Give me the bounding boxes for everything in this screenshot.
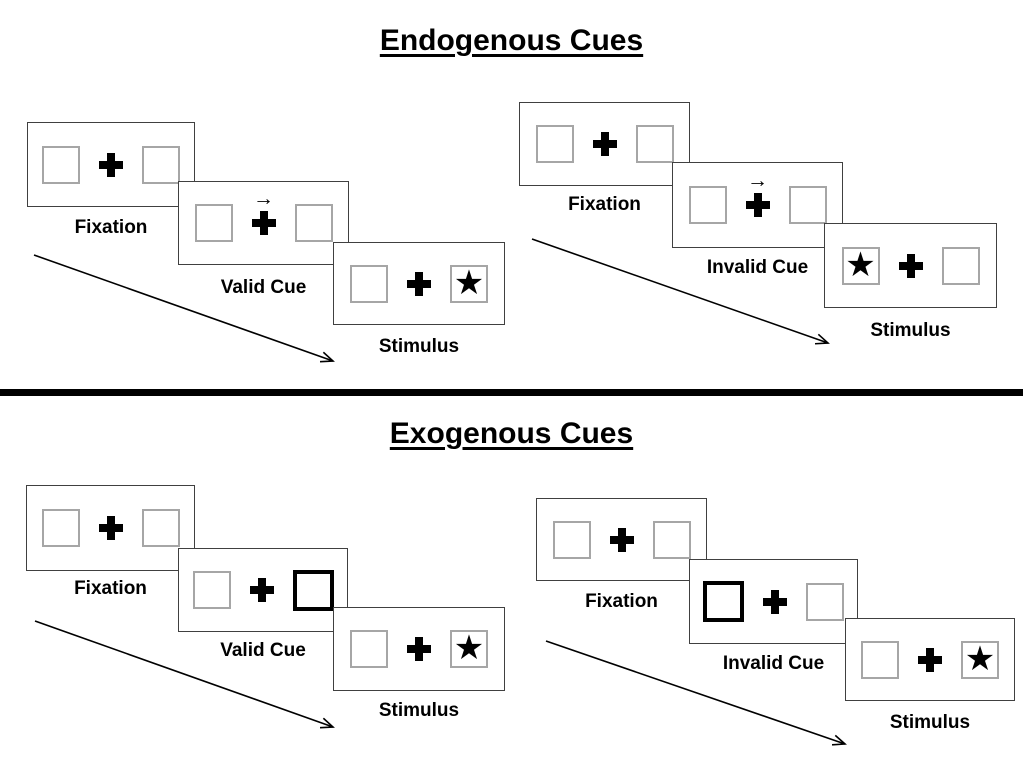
fixation-cross-icon	[98, 516, 123, 540]
panel-exogenous-valid-stimulus: ★	[333, 607, 505, 691]
step-label-stimulus: Stimulus	[889, 712, 971, 733]
left-placeholder-box	[41, 509, 80, 547]
fixation-center	[247, 578, 277, 602]
step-label-fixation: Fixation	[74, 217, 148, 238]
section-title-endogenous: Endogenous Cues	[379, 24, 644, 57]
right-arrow-cue-icon: →	[253, 187, 274, 210]
sequence-arrow-endogenous-invalid	[531, 238, 830, 345]
left-target-box: ★	[841, 245, 880, 285]
right-highlighted-cue-box	[292, 569, 334, 611]
right-placeholder-box	[788, 186, 827, 224]
fixation-cross-icon	[592, 132, 617, 156]
left-placeholder-box	[552, 520, 591, 559]
right-target-box: ★	[961, 639, 999, 679]
fixation-center	[404, 637, 434, 661]
right-placeholder-box	[806, 582, 844, 621]
sequence-arrow-exogenous-invalid	[545, 640, 847, 746]
right-placeholder-box	[294, 204, 333, 242]
step-label-stimulus: Stimulus	[378, 336, 460, 357]
left-placeholder-box	[350, 630, 388, 668]
sequence-arrow-exogenous-valid	[34, 620, 335, 729]
left-placeholder-box	[192, 571, 231, 609]
panel-exogenous-valid-cue	[178, 548, 348, 632]
step-label-invalid-cue: Invalid Cue	[722, 653, 825, 674]
right-placeholder-box	[142, 145, 180, 184]
left-placeholder-box	[688, 186, 727, 224]
section-divider	[0, 389, 1023, 396]
panel-exogenous-invalid-fixation	[536, 498, 707, 581]
fixation-center	[96, 516, 126, 540]
right-target-box: ★	[450, 263, 488, 303]
section-title-exogenous: Exogenous Cues	[389, 417, 634, 450]
right-placeholder-box	[941, 246, 980, 285]
step-label-stimulus: Stimulus	[378, 700, 460, 721]
panel-endogenous-valid-fixation	[27, 122, 195, 207]
panel-endogenous-invalid-stimulus: ★	[824, 223, 997, 308]
fixation-center	[760, 589, 790, 614]
fixation-center	[96, 152, 126, 177]
fixation-cross-icon	[99, 152, 123, 177]
step-label-valid-cue: Valid Cue	[220, 277, 307, 298]
left-placeholder-box	[42, 145, 80, 184]
right-placeholder-box	[141, 509, 180, 547]
step-label-stimulus: Stimulus	[870, 320, 951, 341]
step-label-valid-cue: Valid Cue	[220, 640, 306, 661]
panel-endogenous-valid-cue: →	[178, 181, 349, 265]
step-label-invalid-cue: Invalid Cue	[706, 257, 809, 278]
left-highlighted-cue-box	[703, 581, 744, 622]
fixation-cross-icon	[763, 589, 787, 614]
sequence-arrow-endogenous-valid	[33, 254, 335, 363]
fixation-cross-icon	[898, 253, 923, 278]
fixation-center	[915, 647, 945, 672]
panel-exogenous-valid-fixation	[26, 485, 195, 571]
star-stimulus-icon: ★	[845, 245, 876, 284]
right-arrow-cue-icon: →	[747, 169, 768, 192]
panel-exogenous-invalid-cue	[689, 559, 858, 644]
left-placeholder-box	[350, 264, 388, 303]
step-label-fixation: Fixation	[585, 591, 658, 612]
star-stimulus-icon: ★	[453, 263, 485, 302]
fixation-cross-icon	[407, 271, 431, 296]
panel-exogenous-invalid-stimulus: ★	[845, 618, 1015, 701]
fixation-center	[404, 271, 434, 296]
fixation-cross-icon	[918, 647, 942, 672]
fixation-center	[590, 132, 620, 156]
fixation-cross-icon	[249, 578, 274, 602]
fixation-cross-icon	[251, 211, 276, 235]
right-placeholder-box	[635, 125, 674, 163]
fixation-center: →	[249, 188, 279, 235]
fixation-cross-icon	[609, 527, 634, 552]
panel-endogenous-valid-stimulus: ★	[333, 242, 505, 325]
left-placeholder-box	[194, 204, 233, 242]
star-stimulus-icon: ★	[453, 629, 485, 667]
fixation-center	[896, 253, 926, 278]
fixation-center: →	[743, 170, 773, 217]
fixation-cross-icon	[407, 637, 431, 661]
step-label-fixation: Fixation	[74, 578, 147, 599]
step-label-fixation: Fixation	[568, 194, 641, 215]
left-placeholder-box	[861, 640, 899, 679]
panel-endogenous-invalid-cue: →	[672, 162, 843, 248]
right-target-box: ★	[450, 630, 488, 668]
right-placeholder-box	[652, 520, 691, 559]
fixation-cross-icon	[745, 193, 770, 217]
left-placeholder-box	[535, 125, 574, 163]
panel-endogenous-invalid-fixation	[519, 102, 690, 186]
fixation-center	[607, 527, 637, 552]
star-stimulus-icon: ★	[964, 639, 996, 678]
